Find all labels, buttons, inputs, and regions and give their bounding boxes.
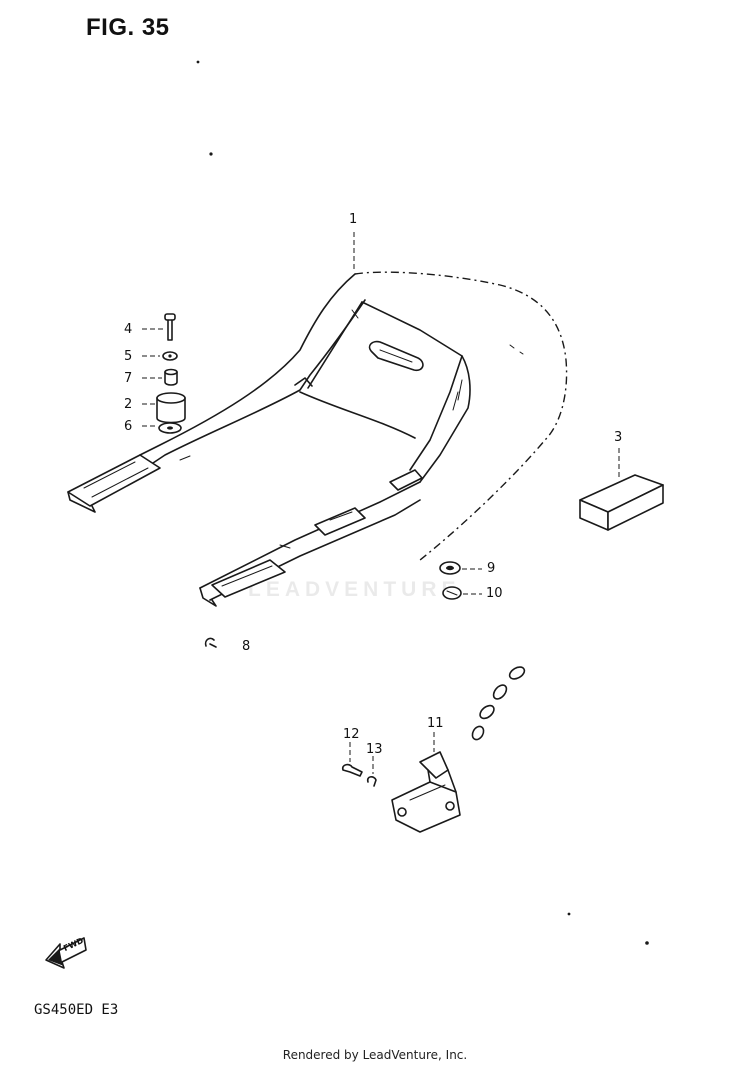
- figure-title: FIG. 35: [86, 14, 170, 41]
- part-5-nut: [142, 351, 178, 361]
- render-credit: Rendered by LeadVenture, Inc.: [282, 1048, 468, 1062]
- callout-6: 6: [124, 419, 133, 434]
- callout-11: 11: [427, 716, 444, 731]
- part-7-collar: [142, 368, 178, 386]
- callout-10: 10: [486, 586, 503, 601]
- part-10-nut: [442, 586, 482, 600]
- part-12-screw: [341, 742, 363, 777]
- callout-7: 7: [124, 371, 133, 386]
- speck: [196, 60, 200, 64]
- model-code: GS450ED E3: [34, 1002, 119, 1018]
- callout-2: 2: [124, 397, 133, 412]
- part-9-grommet: [439, 561, 482, 575]
- part-2-cushion: [142, 392, 186, 424]
- watermark: LEADVENTURE: [248, 578, 461, 601]
- part-3-pad: [579, 448, 664, 531]
- part-8-clip: [204, 637, 217, 648]
- callout-3: 3: [614, 430, 623, 445]
- fwd-arrow-icon: [45, 937, 87, 969]
- part-6-washer: [142, 422, 182, 434]
- part-13-washer: [366, 756, 377, 787]
- callout-9: 9: [487, 561, 496, 576]
- speck: [645, 941, 649, 945]
- speck: [209, 152, 213, 156]
- part-11-bracket: [391, 666, 526, 833]
- callout-12: 12: [343, 727, 360, 742]
- callout-5: 5: [124, 349, 133, 364]
- part-1-seat-tail-cowl: [67, 232, 568, 607]
- callout-8: 8: [242, 639, 251, 654]
- part-4-bolt: [142, 313, 176, 341]
- callout-4: 4: [124, 322, 133, 337]
- callout-1: 1: [349, 212, 358, 227]
- callout-13: 13: [366, 742, 383, 757]
- speck: [567, 912, 571, 916]
